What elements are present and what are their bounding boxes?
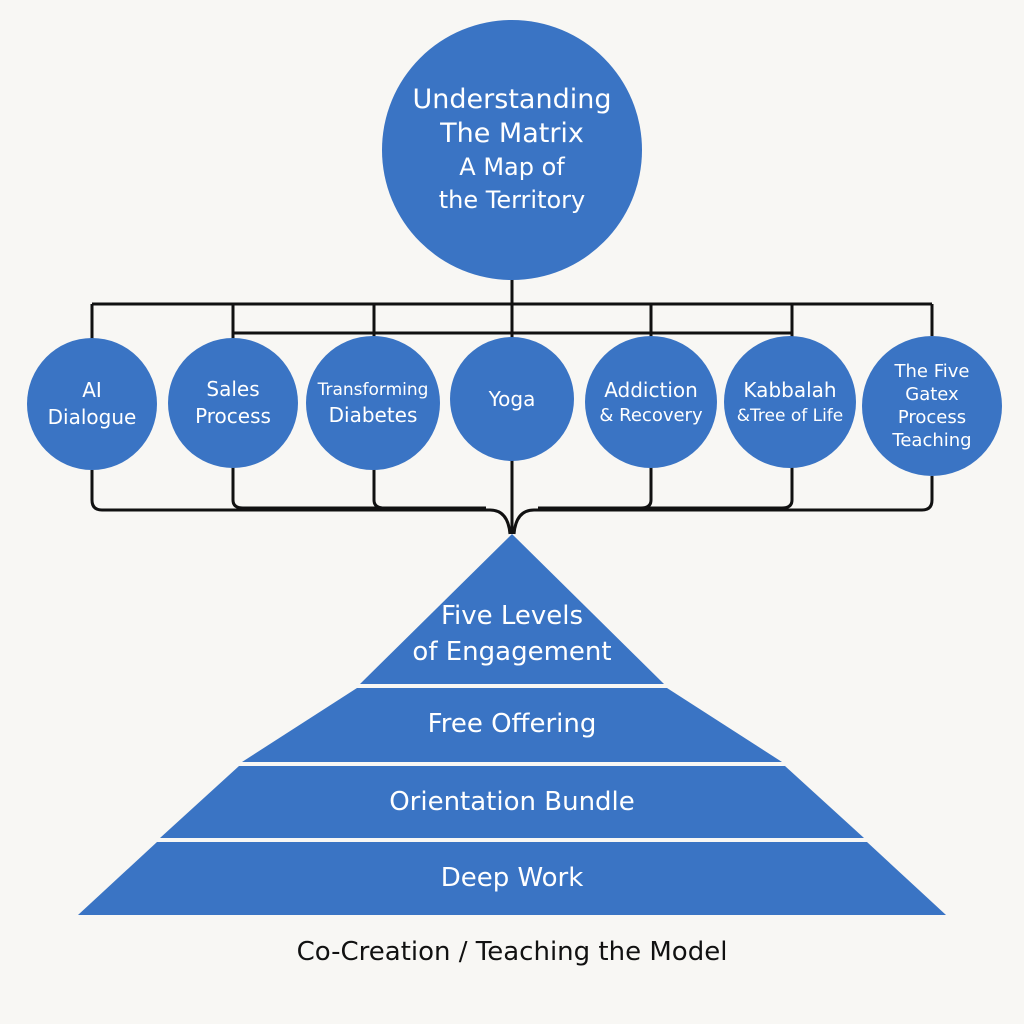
pyramid-tier-free-offering (242, 688, 782, 762)
branch-yoga: Yoga (450, 337, 574, 461)
pyramid (78, 534, 946, 915)
branch-five-gatex: The Five Gatex Process Teaching (862, 336, 1002, 476)
branch-addiction-line-1: Addiction (604, 377, 698, 402)
root-line-4: the Territory (438, 186, 586, 214)
branch-ai-dialogue: AI Dialogue (27, 338, 157, 470)
branch-five-gatex-line-4: Teaching (892, 430, 972, 451)
branch-five-gatex-line-3: Process (897, 407, 967, 428)
branch-addiction-recovery: Addiction & Recovery (585, 336, 717, 468)
tier-five-levels-label: Five Levels of Engagement (0, 598, 1024, 670)
root-line-2: The Matrix (440, 118, 584, 149)
root-node: Understanding The Matrix A Map of the Te… (382, 20, 642, 280)
branch-five-gatex-line-1: The Five (894, 361, 970, 382)
tier-five-levels-line-2: of Engagement (412, 637, 612, 667)
tier-orientation-bundle-label: Orientation Bundle (389, 787, 635, 817)
diagram-caption: Co-Creation / Teaching the Model (296, 937, 728, 967)
branch-kabbalah-line-1: Kabbalah (743, 377, 837, 402)
bottom-connector-diabetes (372, 466, 486, 510)
branch-yoga-line-1: Yoga (488, 386, 536, 411)
pyramid-tier-deep-work (78, 842, 946, 915)
bottom-connector-addiction (538, 466, 653, 510)
pyramid-tier-five-levels (360, 534, 664, 684)
branch-sales-process: Sales Process (168, 338, 298, 468)
pyramid-tier-orientation-bundle (160, 766, 864, 838)
tier-deep-work-label: Deep Work (440, 863, 584, 893)
bottom-connector-right (512, 476, 934, 535)
root-line-1: Understanding (412, 84, 612, 115)
branch-kabbalah-line-2: &Tree of Life (736, 405, 844, 426)
bottom-connector-left (90, 470, 512, 535)
branch-addiction-line-2: & Recovery (599, 404, 703, 426)
branch-diabetes-line-1: Transforming (317, 379, 429, 400)
tier-five-levels-line-1: Five Levels (440, 601, 584, 631)
root-line-3: A Map of (459, 153, 565, 181)
bottom-connector-sales (231, 466, 486, 510)
branch-five-gatex-line-2: Gatex (905, 384, 959, 405)
branch-kabbalah: Kabbalah &Tree of Life (724, 336, 856, 468)
branch-sales-line-1: Sales (206, 377, 260, 401)
connectors (90, 278, 934, 535)
branch-transforming-diabetes: Transforming Diabetes (306, 336, 440, 470)
bottom-connector-kabbalah (538, 466, 794, 510)
branch-ai-line-2: Dialogue (47, 405, 137, 429)
branch-diabetes-line-2: Diabetes (328, 402, 418, 427)
tier-free-offering-label: Free Offering (427, 709, 597, 739)
branch-sales-line-2: Process (195, 404, 271, 428)
branch-ai-line-1: AI (82, 378, 102, 402)
